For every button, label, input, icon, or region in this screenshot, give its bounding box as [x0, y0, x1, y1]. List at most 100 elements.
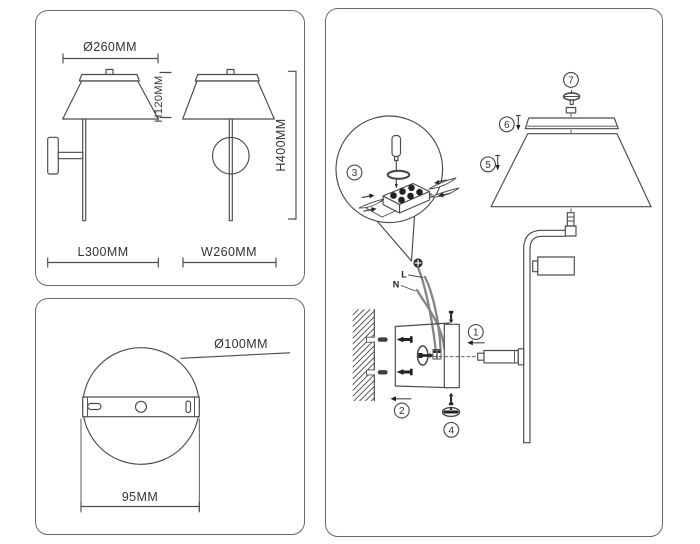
lamp-front-view: [47, 68, 159, 222]
arm-outer-edge: [523, 229, 566, 444]
rod-collar: [517, 348, 525, 366]
screw-tip-icon: [396, 336, 404, 343]
step-3-wiring-callout: 3: [335, 115, 460, 262]
dim-label-fixture-length: L300MM: [77, 245, 128, 259]
wall-plate: [47, 136, 59, 175]
wall-bracket: [394, 310, 460, 406]
step-1-number: 1: [473, 328, 479, 339]
lampshade: [490, 133, 652, 208]
finial-nut: [565, 106, 577, 114]
step-7-number: 7: [568, 75, 574, 86]
step-2-bracket-screws: 2: [390, 396, 412, 419]
shade-ring: [524, 117, 619, 130]
wall-hatching: [352, 309, 375, 401]
neutral-wire: [415, 288, 446, 351]
step-2-number: 2: [399, 406, 405, 417]
wall-section: [352, 308, 388, 402]
plate-screw-bottom: [448, 392, 454, 397]
wire-label-neutral: N: [393, 280, 400, 290]
insert-arrow-icon: [438, 192, 444, 198]
panel-mounting-plate: Ø100MM 95MM: [35, 298, 305, 535]
step-6-number: 6: [504, 120, 510, 131]
plate-diameter-dimension: Ø100MM: [180, 337, 291, 359]
lampshade: [62, 80, 159, 120]
wall-arm: [57, 151, 84, 160]
housing-tab: [532, 260, 539, 273]
shade-height-dimension: H120MM: [153, 71, 172, 123]
center-hole: [134, 400, 148, 413]
wire-terminal: [432, 349, 438, 360]
step-6-badge: [498, 116, 515, 133]
wire-right-top: [428, 177, 457, 190]
shade-diameter-dimension: Ø260MM: [62, 40, 159, 64]
terminal-block-side: [382, 195, 401, 214]
left-arrow-icon: [390, 396, 396, 402]
dim-label-hole-spacing: 95MM: [122, 490, 158, 504]
fixture-width-dimension: W260MM: [182, 245, 277, 268]
washer-screw-tip: [449, 406, 453, 410]
step-1-threaded-rod: 1: [427, 324, 525, 366]
down-arrow-icon: [495, 165, 500, 171]
shade-knob: [105, 68, 114, 76]
step-4-number: 4: [449, 425, 455, 436]
socket-elbow: [564, 225, 577, 237]
wire-terminal: [436, 349, 442, 360]
fixture-length-dimension: L300MM: [47, 245, 159, 268]
anchor-hole-bottom: [366, 369, 375, 376]
hole-spacing-dimension: 95MM: [80, 418, 200, 513]
step-7-finial: 7: [562, 71, 581, 114]
step-5-badge: [480, 156, 496, 173]
live-wire: [423, 275, 442, 350]
left-arrow-icon: [467, 340, 473, 346]
dim-label-fixture-height: H400MM: [274, 118, 288, 171]
rod-shaft: [483, 349, 519, 364]
step-1-badge: [467, 324, 484, 340]
insert-arrow-icon: [369, 193, 375, 199]
mounting-plate: [443, 323, 460, 389]
dim-label-fixture-width: W260MM: [201, 245, 257, 259]
anchor-hole-top: [366, 336, 375, 343]
insert-arrow-icon: [434, 180, 440, 185]
slot-vertical: [185, 400, 192, 414]
step-3-badge: [346, 164, 363, 181]
wall-plate-circle: [211, 136, 250, 175]
shade-ring: [194, 73, 260, 82]
screw-tip: [394, 184, 398, 189]
mounting-plate-view: [82, 347, 200, 465]
wall-anchor-bottom: [377, 370, 388, 375]
screw-tip-icon: [396, 369, 404, 375]
dim-label-shade-height: H120MM: [153, 75, 165, 122]
panel-assembly-steps: 7 6 5: [325, 8, 663, 537]
plate-screw-top: [448, 310, 454, 314]
wire-label-live: L: [401, 270, 407, 280]
dim-label-shade-diameter: Ø260MM: [83, 40, 137, 54]
lamp-stem: [82, 118, 87, 222]
panel-lamp-dimensions: Ø260MM H120MM: [35, 10, 305, 286]
washer: [386, 169, 411, 180]
screwdriver-handle: [391, 134, 402, 158]
lamp-body: [523, 212, 577, 444]
lamp-dimensions-drawing: Ø260MM H120MM: [47, 40, 297, 268]
lamp-stem: [228, 118, 233, 222]
step-4-badge: [443, 421, 460, 438]
rod-tip: [477, 352, 485, 361]
step-5-lampshade: 5: [480, 133, 652, 208]
down-arrow-icon: [516, 125, 521, 131]
earth-wire: [417, 267, 437, 350]
mounting-plate-drawing: Ø100MM 95MM: [80, 337, 291, 513]
supply-wires: L N: [393, 258, 446, 351]
lamp-housing: [537, 256, 575, 276]
step-7-badge: [563, 71, 579, 88]
fixture-height-dimension: H400MM: [274, 70, 297, 220]
step-6-top-ring: 6: [498, 114, 619, 133]
step-4-lock-washer: 4: [441, 406, 461, 438]
step-3-number: 3: [352, 168, 358, 179]
slot-horizontal: [87, 402, 102, 411]
finial-screw: [569, 99, 574, 106]
wire-left: [358, 198, 385, 209]
mounting-bar: [82, 396, 200, 418]
socket-thread: [566, 212, 575, 227]
dim-label-plate-diameter: Ø100MM: [214, 337, 268, 351]
lampshade: [182, 80, 275, 120]
